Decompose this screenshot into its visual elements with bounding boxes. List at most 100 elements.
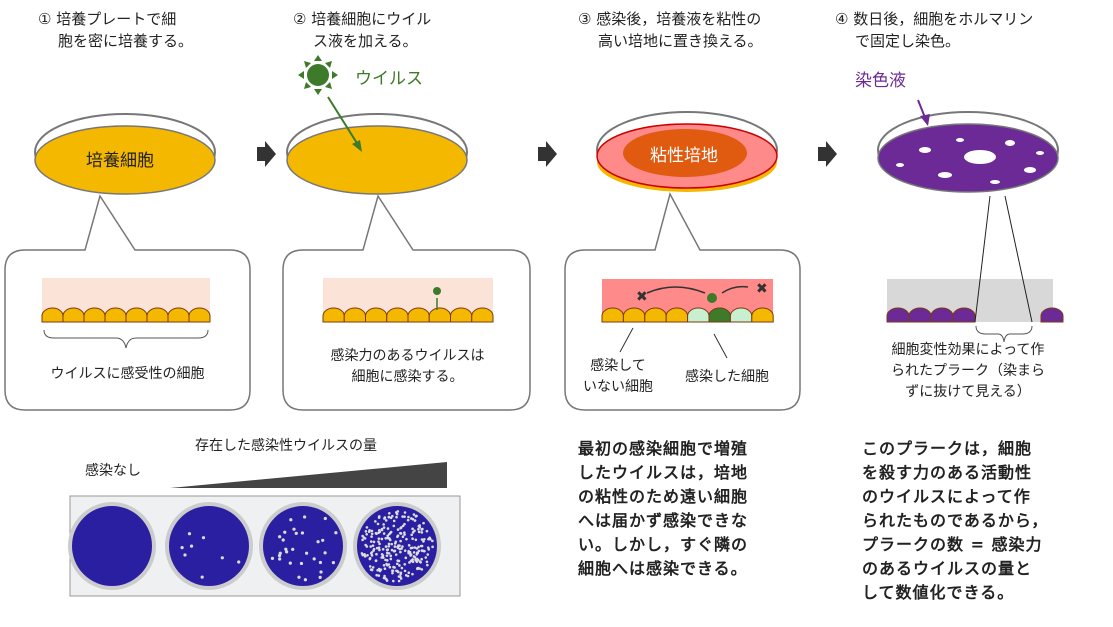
cell (708, 307, 731, 323)
plaque (415, 547, 419, 550)
plaque (201, 536, 206, 540)
plaque (401, 524, 405, 528)
plaque (323, 551, 327, 555)
plaque (187, 532, 192, 536)
plaque (367, 530, 371, 534)
plaque (417, 530, 421, 534)
plaque (410, 533, 414, 537)
cell-row-2 (322, 307, 494, 323)
virus-icon (298, 55, 338, 95)
cell-row-1 (41, 307, 211, 323)
plaque (377, 515, 381, 518)
plaque (411, 527, 414, 531)
plaque (374, 531, 378, 535)
plaque (409, 559, 413, 563)
cell (322, 307, 345, 323)
plaque (370, 568, 374, 572)
plaque (413, 519, 417, 522)
cell (343, 307, 366, 323)
plaque (413, 556, 417, 559)
plaque (405, 537, 408, 541)
plaque (415, 551, 419, 555)
cell (952, 307, 976, 323)
cell-row-4 (886, 307, 1064, 323)
plaque (409, 554, 412, 557)
plaque (288, 561, 292, 565)
paragraph-right: このプラークは，細胞を殺す力のある活動性のウイルスによって作 られたものであるか… (862, 439, 1049, 602)
plaque (422, 549, 425, 553)
plaque (407, 549, 410, 553)
plaque (284, 547, 288, 551)
plaque (412, 551, 416, 554)
plaque (377, 537, 381, 540)
plaque (393, 545, 397, 548)
plaque (399, 526, 403, 529)
culture-dish-2 (286, 113, 468, 195)
plaque (220, 556, 224, 560)
step-arrows (257, 141, 837, 167)
virus-amount-wedge (170, 462, 447, 488)
plaque (417, 549, 421, 553)
plaque (421, 527, 424, 531)
plaque (200, 575, 204, 579)
plaque (377, 529, 381, 532)
plaque (180, 546, 184, 550)
plaque (401, 545, 404, 548)
plate-photo (68, 495, 461, 597)
plaque (389, 554, 393, 558)
plaque (416, 567, 419, 570)
plaque (417, 545, 420, 549)
plaque (303, 578, 308, 582)
plaque (387, 545, 391, 548)
plaque (294, 531, 298, 535)
plaque (297, 575, 301, 579)
plaque (382, 576, 386, 580)
cell (908, 307, 932, 323)
plaque (331, 561, 335, 565)
plaque (410, 546, 414, 550)
plaque (360, 552, 364, 555)
plaque (387, 552, 391, 555)
plaque (420, 568, 424, 571)
plaque (403, 511, 407, 514)
plaque-caption: 細胞変性効果によって作られたプラーク（染まらずに抜けて見える） (891, 342, 1045, 400)
cell (622, 307, 646, 323)
plaque (369, 545, 373, 548)
plaque (383, 517, 386, 520)
plaque (429, 537, 432, 541)
plaque (375, 573, 378, 577)
plaque (395, 562, 399, 566)
plaque (397, 579, 401, 583)
paragraph-left: 最初の感染細胞で増殖したウイルスは，培地の粘性のため遠い細胞 へは届かず感染でき… (578, 439, 749, 578)
plaque (270, 556, 275, 560)
cell (729, 307, 753, 323)
plaque (369, 540, 373, 543)
plaque (396, 569, 399, 573)
plaque (420, 557, 423, 561)
plaque (384, 545, 388, 548)
plaque (419, 560, 422, 564)
plaque (392, 565, 395, 569)
svg-text:✖: ✖ (636, 289, 648, 305)
plaque (366, 554, 369, 557)
plaque (419, 544, 423, 548)
plaque (386, 527, 390, 530)
cell (601, 307, 624, 323)
plaque (372, 540, 376, 544)
plaque (385, 554, 389, 557)
plaque (370, 532, 374, 536)
plaque (361, 534, 364, 538)
plaque (318, 560, 323, 565)
plaque (420, 538, 424, 541)
plaque (422, 521, 425, 525)
plaque (386, 534, 390, 538)
plaque (426, 563, 429, 567)
plaque (392, 524, 396, 528)
plaque (361, 538, 364, 542)
plaque (281, 538, 285, 542)
plaque (399, 539, 402, 543)
plaque (398, 564, 401, 567)
cell (644, 307, 667, 323)
plaque (403, 562, 407, 566)
plaque (398, 547, 402, 551)
